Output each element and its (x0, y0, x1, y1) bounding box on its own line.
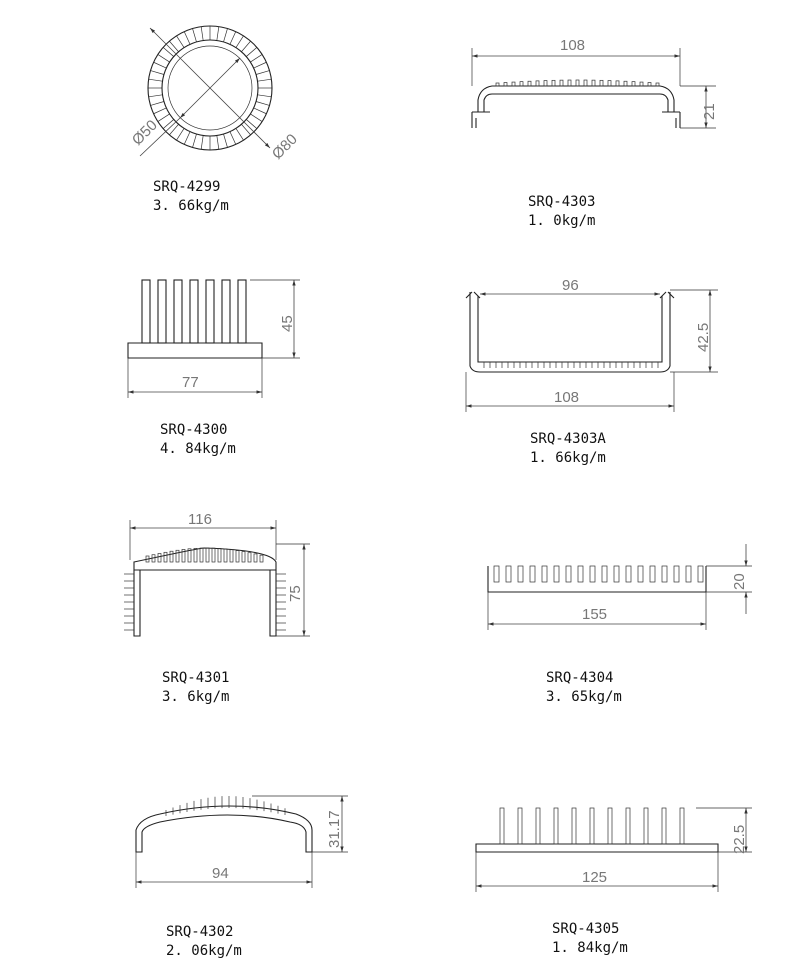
side-fins (124, 573, 286, 631)
profile-drawing-srq-4303: 108 21 (471, 37, 718, 129)
profile-weight: 1. 66kg/m (530, 450, 606, 466)
caption-srq-4301: SRQ-4301 3. 6kg/m (162, 669, 229, 707)
dim-label-height-31-17: 31.17 (326, 810, 343, 848)
profile-code: SRQ-4305 (552, 921, 620, 937)
straight-fins (141, 279, 247, 344)
diameter-line-50 (179, 57, 241, 119)
dim-label-width-108: 108 (560, 37, 585, 54)
dim-label-height-42-5: 42.5 (695, 323, 712, 352)
profile-code: SRQ-4300 (160, 422, 228, 438)
caption-srq-4299: SRQ-4299 3. 66kg/m (153, 178, 229, 216)
dim-label-width-108: 108 (554, 389, 579, 406)
profile-weight: 3. 66kg/m (153, 198, 229, 214)
dim-label-width-155: 155 (582, 606, 607, 623)
caption-srq-4305: SRQ-4305 1. 84kg/m (552, 920, 628, 958)
dim-label-height-21: 21 (701, 103, 718, 120)
pin-fins (499, 807, 685, 845)
profile-code: SRQ-4302 (166, 924, 234, 940)
dim-label-width-125: 125 (582, 869, 607, 886)
dim-label-width-77: 77 (182, 374, 199, 391)
dim-label-height-22-5: 22.5 (731, 825, 748, 854)
profile-drawing-srq-4304: 20 155 (487, 544, 752, 630)
profile-weight: 2. 06kg/m (166, 943, 242, 959)
dim-label-height-20: 20 (731, 573, 748, 590)
arched-fins (165, 796, 286, 816)
profile-drawing-srq-4300: 45 77 (127, 279, 300, 398)
profile-code: SRQ-4304 (546, 670, 614, 686)
profile-drawing-srq-4305: 22.5 125 (475, 807, 752, 892)
top-fins (495, 79, 660, 87)
profile-drawing-srq-4302: 31.17 94 (135, 795, 348, 888)
profile-weight: 1. 0kg/m (528, 213, 596, 229)
caption-srq-4304: SRQ-4304 3. 65kg/m (546, 669, 622, 707)
comb-fins (493, 565, 704, 583)
bottom-fins (483, 362, 659, 368)
profile-drawing-srq-4303a: 96 42.5 108 (465, 277, 718, 412)
top-fins (145, 547, 264, 563)
profile-code: SRQ-4303 (528, 194, 596, 210)
dim-label-width-94: 94 (212, 865, 229, 882)
profile-weight: 3. 6kg/m (162, 689, 230, 705)
dim-label-height-75: 75 (287, 585, 304, 602)
caption-srq-4300: SRQ-4300 4. 84kg/m (160, 421, 236, 459)
dim-label-diameter-80: Ø80 (269, 131, 301, 163)
dim-label-height-45: 45 (279, 315, 296, 332)
caption-srq-4303: SRQ-4303 1. 0kg/m (528, 193, 595, 231)
profile-weight: 4. 84kg/m (160, 441, 236, 457)
profile-code: SRQ-4303A (530, 431, 606, 447)
profile-drawing-srq-4301: 116 75 (124, 511, 310, 637)
profile-drawing-srq-4299: Ø50 Ø80 (129, 25, 301, 163)
dim-label-diameter-50: Ø50 (129, 117, 161, 149)
caption-srq-4302: SRQ-4302 2. 06kg/m (166, 923, 242, 961)
profile-code: SRQ-4299 (153, 179, 221, 195)
dim-label-inner-width-96: 96 (562, 277, 579, 294)
profile-weight: 3. 65kg/m (546, 689, 622, 705)
profile-code: SRQ-4301 (162, 670, 230, 686)
caption-srq-4303a: SRQ-4303A 1. 66kg/m (530, 430, 606, 468)
dim-label-width-116: 116 (188, 511, 212, 528)
profile-weight: 1. 84kg/m (552, 940, 628, 956)
